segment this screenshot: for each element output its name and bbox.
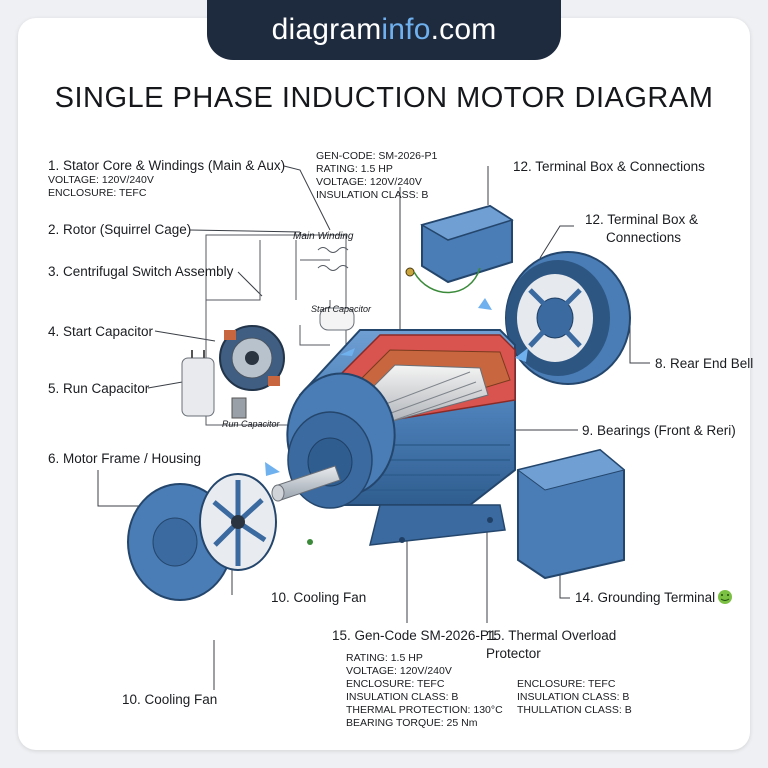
site-name: diagraminfo.com — [271, 13, 497, 46]
label-stator: 1. Stator Core & Windings (Main & Aux) — [48, 158, 286, 173]
label-gen-code: 15. Gen-Code SM-2026-P1 — [332, 628, 497, 643]
label-thermal-overload-1: 15. Thermal Overload — [486, 628, 617, 643]
site-brand-tab[interactable]: diagraminfo.com — [207, 0, 561, 60]
capacitors — [181, 307, 355, 419]
schematic-main-winding: Main Winding — [293, 231, 354, 242]
thermal-protector — [516, 448, 626, 580]
label-bearings: 9. Bearings (Front & Reri) — [582, 423, 736, 438]
terminal-box — [405, 204, 514, 294]
schematic-run-capacitor: Run Capacitor — [222, 419, 280, 429]
centrifugal-switch — [219, 325, 285, 391]
motor-body — [271, 329, 516, 546]
label-terminal-box-top: 12. Terminal Box & Connections — [513, 159, 705, 174]
label-terminal-box-mid-1: 12. Terminal Box & — [585, 212, 699, 227]
schematic-start-capacitor: Start Capacitor — [311, 304, 372, 314]
stator-specs: VOLTAGE: 120V/240V ENCLOSURE: TEFC — [48, 174, 154, 199]
assembly-arrows — [265, 298, 528, 476]
label-start-capacitor: 4. Start Capacitor — [48, 324, 154, 339]
diagram-title: SINGLE PHASE INDUCTION MOTOR DIAGRAM — [54, 82, 714, 114]
label-run-capacitor: 5. Run Capacitor — [48, 381, 150, 396]
label-cooling-fan-bottom: 10. Cooling Fan — [122, 692, 218, 707]
label-rotor: 2. Rotor (Squirrel Cage) — [48, 222, 192, 237]
rear-end-bell — [505, 251, 631, 385]
label-cooling-fan-mid: 10. Cooling Fan — [271, 590, 367, 605]
grounding-icon — [718, 590, 732, 604]
label-thermal-overload-2: Protector — [486, 646, 541, 661]
cooling-fan — [199, 473, 313, 571]
label-grounding-terminal: 14. Grounding Terminal — [575, 590, 716, 605]
top-specs: GEN-CODE: SM-2026-P1 RATING: 1.5 HP VOLT… — [316, 150, 438, 201]
bottom-specs-right: ENCLOSURE: TEFC INSULATION CLASS: B THUL… — [517, 678, 632, 716]
bottom-specs-left: RATING: 1.5 HP VOLTAGE: 120V/240V ENCLOS… — [346, 652, 503, 729]
label-motor-frame: 6. Motor Frame / Housing — [48, 451, 202, 466]
label-rear-end-bell: 8. Rear End Bell — [655, 356, 754, 371]
label-terminal-box-mid-2: Connections — [606, 230, 682, 245]
label-centrifugal-switch: 3. Centrifugal Switch Assembly — [48, 264, 234, 279]
